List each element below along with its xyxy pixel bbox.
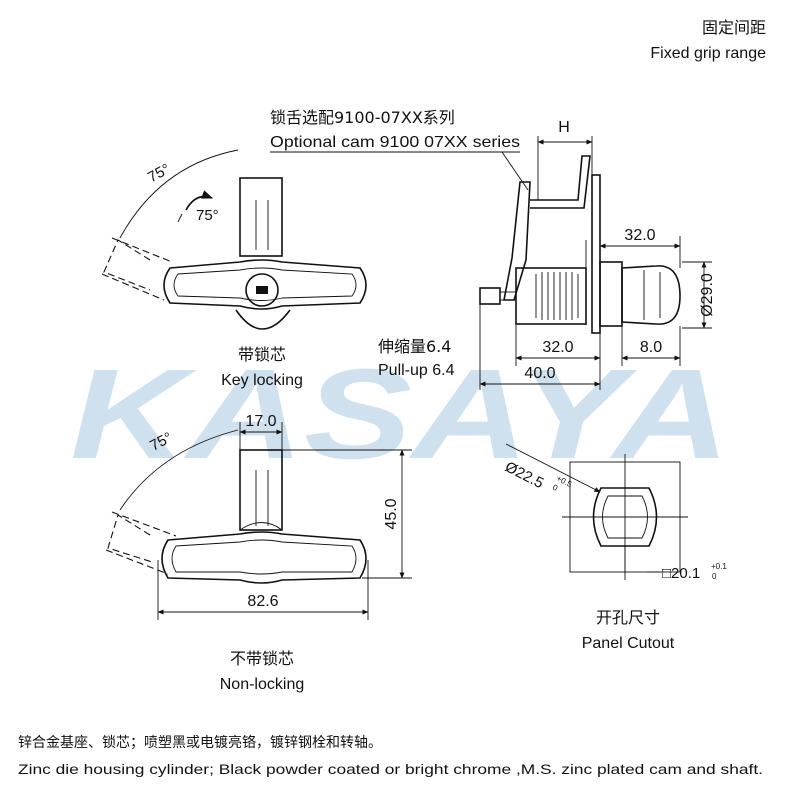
cam-arm <box>503 181 531 301</box>
fixed-grip-en: Fixed grip range <box>650 45 766 62</box>
fixed-grip-cn: 固定间距 <box>702 18 766 37</box>
angle-top-outer: 75° <box>145 161 173 187</box>
panel-cutout-cn: 开孔尺寸 <box>596 608 660 627</box>
t-handle-body-bottom <box>161 531 367 584</box>
key-slot-icon <box>256 286 268 294</box>
dim-32-top: 32.0 <box>624 227 655 244</box>
cutout-sq-tol-top: +0.1 <box>711 562 727 571</box>
dim-17: 17.0 <box>245 413 276 430</box>
non-locking-en: Non-locking <box>220 676 304 693</box>
footer-en: Zinc die housing cylinder; Black powder … <box>18 761 763 777</box>
cutout-sq-tol-bottom: 0 <box>712 572 717 581</box>
rotated-handle-outline-bottom <box>107 514 153 563</box>
handle-side-profile <box>621 265 681 325</box>
grip-stem <box>239 177 283 257</box>
pull-up-en: Pull-up 6.4 <box>378 362 455 379</box>
cutout-dia-tol-bottom: 0 <box>551 483 560 493</box>
dim-dia29: Ø29.0 <box>699 273 716 317</box>
panel-plate <box>591 174 601 334</box>
key-locking-en: Key locking <box>221 372 303 389</box>
dim-32-bottom: 32.0 <box>542 339 573 356</box>
cam-note-en: Optional cam 9100 07XX series <box>270 134 520 151</box>
shaft-stub <box>479 287 501 305</box>
non-locking-handle <box>105 422 412 620</box>
grip-stem-bottom <box>239 449 283 531</box>
t-handle-body <box>163 259 367 310</box>
rotated-handle-outline <box>103 239 151 291</box>
dim-40: 40.0 <box>524 365 555 382</box>
key-locking-handle <box>101 149 367 330</box>
panel-cutout-en: Panel Cutout <box>582 635 675 652</box>
cam-note-leader-diag <box>501 151 529 191</box>
cutout-sq: □20.1 <box>662 565 700 582</box>
rotation-arrow-icon <box>185 190 214 211</box>
key-locking-cn: 带锁芯 <box>238 345 286 364</box>
dim-45: 45.0 <box>383 498 400 529</box>
pull-up-cn: 伸缩量6.4 <box>378 337 451 356</box>
rotation-arc-bottom <box>119 429 239 511</box>
panel-cutout <box>505 443 688 580</box>
threaded-body <box>515 267 587 325</box>
front-flange <box>599 261 623 327</box>
cam-note-cn: 锁舌选配9100-07XX系列 <box>270 108 455 127</box>
dim-8: 8.0 <box>640 339 662 356</box>
thread-lines <box>535 272 579 320</box>
key-cylinder-icon <box>245 273 279 307</box>
cutout-dia-leader <box>505 443 601 493</box>
angle-top-inner: 75° <box>196 207 219 224</box>
footer-cn: 锌合金基座、锁芯；喷塑黑或电镀亮铬，镀锌钢栓和转轴。 <box>18 734 382 751</box>
rotation-arc-top <box>119 149 239 239</box>
side-view: H 32.0 <box>479 119 716 390</box>
cutout-shape <box>592 487 658 547</box>
dim-82: 82.6 <box>247 593 278 610</box>
dim-h-label: H <box>558 119 570 136</box>
non-locking-cn: 不带锁芯 <box>230 649 294 668</box>
housing-lower-arc <box>235 309 291 330</box>
